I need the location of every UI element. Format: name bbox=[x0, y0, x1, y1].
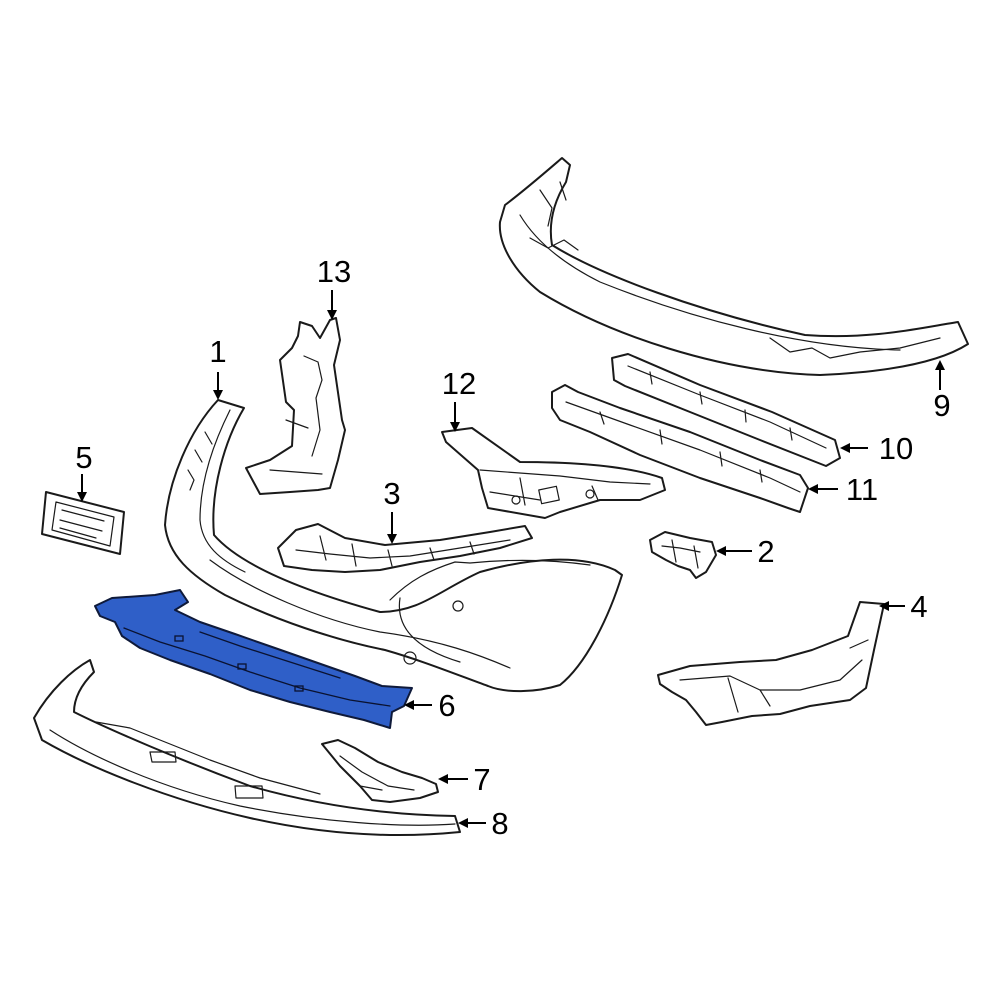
part-4-side-support[interactable] bbox=[657, 601, 885, 726]
leader-lines bbox=[77, 290, 945, 828]
callout-4: 4 bbox=[910, 589, 927, 624]
part-9-upper-reinforcement[interactable] bbox=[498, 157, 969, 376]
callout-12: 12 bbox=[442, 366, 476, 401]
callout-7: 7 bbox=[473, 762, 490, 797]
part-12-side-bracket[interactable] bbox=[441, 427, 666, 519]
part-3-impact-bracket[interactable] bbox=[277, 523, 533, 573]
part-5-license-bracket[interactable] bbox=[41, 491, 125, 555]
part-8-lower-lip[interactable] bbox=[33, 659, 461, 837]
callout-1: 1 bbox=[209, 334, 226, 369]
part-1-bumper-cover[interactable] bbox=[164, 399, 623, 693]
callout-11: 11 bbox=[846, 472, 878, 507]
callout-5: 5 bbox=[75, 440, 92, 475]
part-10-absorber-bar[interactable] bbox=[611, 353, 841, 467]
callout-labels: 1 2 3 4 5 6 7 8 9 10 11 12 13 bbox=[75, 254, 950, 841]
part-2-small-bracket[interactable] bbox=[649, 531, 717, 579]
part-13-deflector-bracket[interactable] bbox=[245, 317, 346, 495]
part-7-fog-bezel[interactable] bbox=[321, 739, 439, 803]
callout-2: 2 bbox=[757, 534, 774, 569]
callout-10: 10 bbox=[879, 431, 913, 466]
callout-9: 9 bbox=[933, 388, 950, 423]
callout-8: 8 bbox=[491, 806, 508, 841]
part-11-absorber-bar[interactable] bbox=[551, 384, 809, 513]
callout-3: 3 bbox=[383, 476, 400, 511]
callout-6: 6 bbox=[438, 688, 455, 723]
callout-13: 13 bbox=[317, 254, 351, 289]
part-6-deflector-highlighted[interactable] bbox=[94, 589, 413, 729]
